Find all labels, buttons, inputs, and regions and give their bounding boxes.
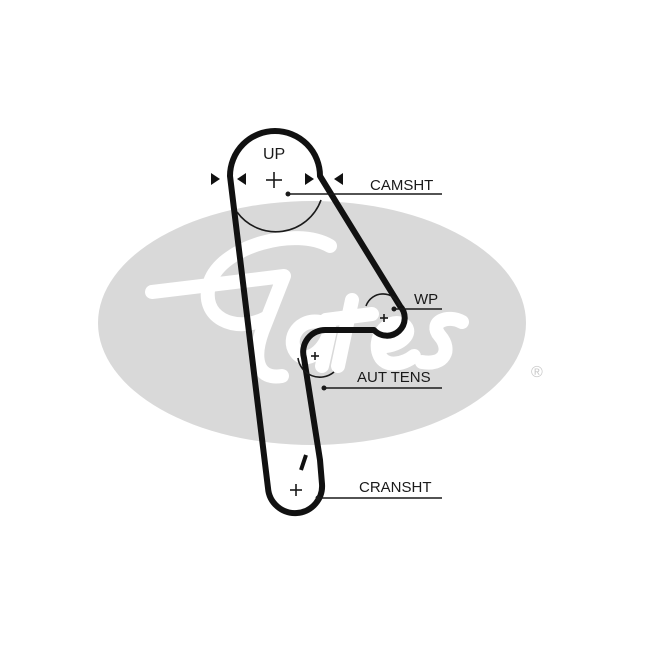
camshaft-label: CAMSHT [370, 177, 433, 194]
tensioner-center-cross [311, 352, 319, 360]
water-pump-label: WP [414, 291, 438, 308]
gates-watermark-logo: ® [98, 201, 543, 445]
crankshaft-label: CRANSHT [359, 479, 432, 496]
left-timing-arrow [211, 173, 220, 185]
timing-belt [227, 128, 408, 516]
auto-tensioner-pulley [297, 352, 442, 391]
tensioner-label: AUT TENS [357, 369, 431, 386]
camshaft-center-cross [266, 172, 282, 188]
left-timing-arrow-inner [237, 173, 246, 185]
crankshaft-timing-mark [299, 454, 308, 471]
crankshaft-pulley [290, 454, 442, 501]
water-pump-pulley [365, 293, 442, 322]
timing-mark-arrows [211, 173, 343, 185]
up-marker-label: UP [263, 146, 285, 163]
camshaft-pulley [236, 172, 442, 233]
crankshaft-center-cross [290, 484, 302, 496]
registered-mark: ® [531, 364, 543, 381]
right-timing-arrow-outer [334, 173, 343, 185]
water-pump-center-cross [380, 314, 388, 322]
right-timing-arrow [305, 173, 314, 185]
